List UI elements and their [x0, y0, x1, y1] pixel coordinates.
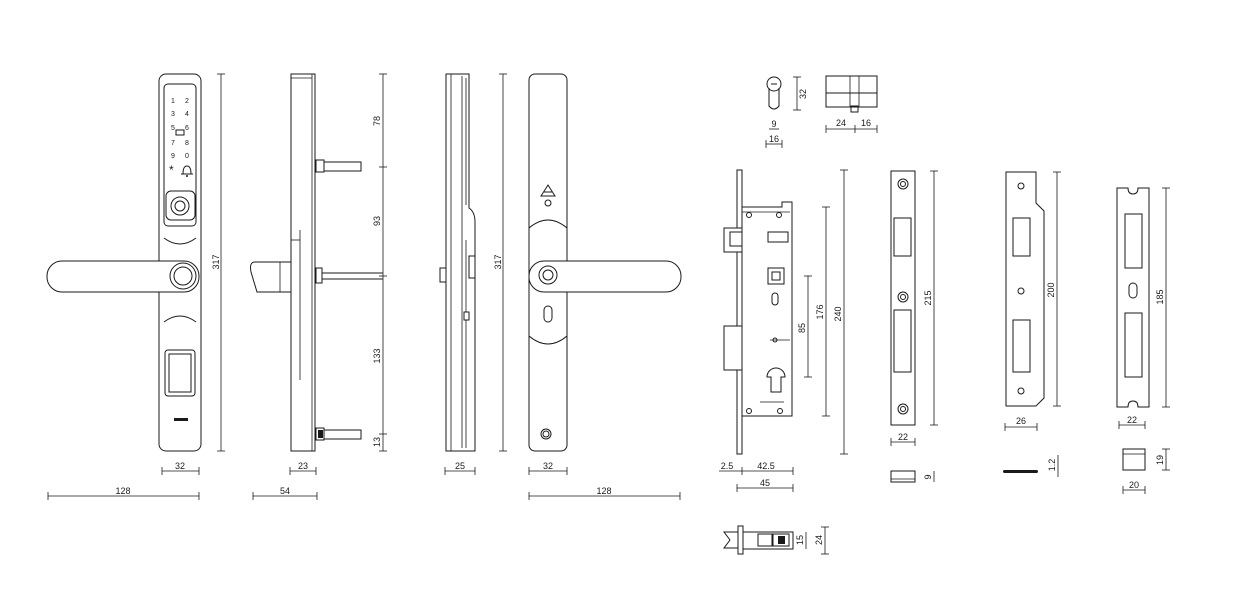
keypad-key-5: 5 [171, 125, 175, 132]
side-a-dimensions: 78 93 133 13 23 54 [252, 73, 387, 500]
cylinder-end-w2-label: 16 [769, 134, 779, 144]
keeper-height-label: 185 [1155, 289, 1165, 304]
faceplate-height-label: 215 [923, 290, 933, 305]
mortise-backset-b-label: 42.5 [757, 461, 775, 471]
side-a-seg-bottom-label: 13 [372, 437, 382, 447]
keypad-key-9: 9 [171, 153, 175, 160]
side-a-depth-label: 23 [298, 461, 308, 471]
faceplate: 215 22 9 [890, 170, 938, 483]
keeper-width-label: 22 [1127, 415, 1137, 425]
back-width-total-label: 128 [596, 486, 611, 496]
side-b-dimensions: 317 25 [444, 73, 507, 475]
side-a-seg-low-label: 133 [372, 348, 382, 363]
cylinder-end-height-label: 32 [798, 89, 808, 99]
cylinder-side-w1-label: 24 [836, 118, 846, 128]
mortise-h176-label: 176 [815, 304, 825, 319]
strike-height-label: 200 [1046, 282, 1056, 297]
cylinder-end-view: 32 9 16 [765, 76, 808, 148]
mortise-lock-body [723, 169, 793, 455]
latch-bolt: 15 24 [723, 525, 829, 555]
front-width-total-label: 128 [115, 486, 130, 496]
keypad-key-3: 3 [171, 111, 175, 118]
keypad-key-2: 2 [185, 98, 189, 105]
bell-icon [181, 165, 193, 177]
side-b-height-label: 317 [493, 254, 503, 269]
strike-plate: 200 26 1.2 [1003, 171, 1061, 477]
latch-h1-label: 15 [795, 535, 805, 545]
mortise-h85-label: 85 [797, 323, 807, 333]
mortise-width-label: 45 [760, 478, 770, 488]
mortise-dimensions: 240 176 85 2.5 42.5 45 [719, 169, 848, 492]
side-view-b [439, 73, 476, 452]
keypad-key-1: 1 [171, 98, 175, 105]
back-view [528, 73, 682, 452]
faceplate-width-label: 22 [898, 432, 908, 442]
back-width-narrow-label: 32 [543, 461, 553, 471]
side-a-depth-total-label: 54 [280, 486, 290, 496]
keypad-key-star: * [169, 163, 174, 177]
mortise-h240-label: 240 [833, 306, 843, 321]
back-dimensions: 32 128 [528, 461, 681, 500]
warning-triangle-icon [540, 184, 556, 197]
side-view-a [250, 73, 383, 452]
mortise-backset-a-label: 2.5 [721, 461, 734, 471]
keeper-box-w-label: 20 [1129, 480, 1139, 490]
front-width-narrow-label: 32 [175, 461, 185, 471]
keypad-key-7: 7 [171, 140, 175, 147]
cylinder-side-view: 24 16 [825, 75, 878, 133]
side-a-seg-mid-label: 93 [372, 216, 382, 226]
strike-thickness-label: 1.2 [1047, 459, 1057, 472]
front-dimensions: 317 32 128 [47, 73, 225, 500]
keypad-key-8: 8 [185, 140, 189, 147]
front-height-label: 317 [211, 254, 221, 269]
faceplate-thickness-label: 9 [923, 474, 933, 479]
side-a-seg-top-label: 78 [372, 116, 382, 126]
keeper-box-h-label: 19 [1155, 455, 1165, 465]
latch-h2-label: 24 [814, 535, 824, 545]
cylinder-end-w1-label: 9 [771, 119, 776, 129]
keypad-key-0: 0 [185, 153, 189, 160]
keeper-plate: 185 22 19 20 [1116, 187, 1170, 494]
keypad-key-6: 6 [185, 125, 189, 132]
front-view: 1 2 3 4 5 6 7 8 9 0 * [46, 73, 202, 452]
side-b-depth-label: 25 [455, 461, 465, 471]
cylinder-side-w2-label: 16 [861, 118, 871, 128]
strike-width-label: 26 [1016, 416, 1026, 426]
keypad-key-4: 4 [185, 111, 189, 118]
